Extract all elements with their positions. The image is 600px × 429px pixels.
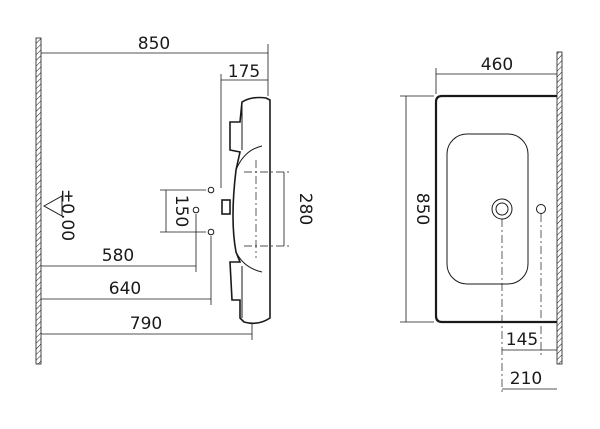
dimension-580: 580 — [41, 214, 197, 272]
dimension-280: 280 — [283, 172, 315, 246]
dimension-460: 460 — [435, 55, 557, 94]
dim-label-150: 150 — [171, 195, 191, 227]
waste-hole-lower — [207, 228, 215, 236]
tap-hole-icon — [536, 204, 546, 214]
dimension-640: 640 — [41, 236, 212, 305]
dimension-145: 145 — [502, 330, 557, 351]
side-view: 850 175 280 — [35, 34, 315, 365]
level-reference: ±0.00 — [42, 189, 77, 241]
dimension-210: 210 — [502, 369, 557, 390]
basin-plan-outline — [434, 94, 557, 324]
plan-view: 460 850 145 210 — [400, 51, 563, 394]
dimension-175: 175 — [220, 62, 268, 188]
dim-label-850-plan: 850 — [412, 193, 432, 225]
dimension-850-plan: 850 — [400, 95, 434, 323]
dim-label-145: 145 — [506, 330, 538, 350]
waste-hole-middle — [192, 206, 200, 214]
wall-hatch-right — [556, 51, 563, 365]
drain-icon — [491, 198, 513, 220]
dim-label-640: 640 — [109, 279, 141, 299]
dim-label-460: 460 — [481, 55, 513, 75]
bowl-outline — [446, 133, 529, 285]
dimension-790: 790 — [41, 314, 253, 340]
level-label: ±0.00 — [57, 189, 77, 241]
wall-hatch-left — [35, 37, 42, 365]
dim-label-580: 580 — [102, 246, 134, 266]
waste-hole-upper — [207, 186, 215, 194]
dimension-850-side: 850 — [41, 34, 269, 96]
dim-label-210: 210 — [510, 369, 542, 389]
dim-label-850-side: 850 — [138, 34, 170, 54]
basin-side-profile — [221, 96, 271, 325]
dim-label-280: 280 — [295, 193, 315, 225]
dim-label-790: 790 — [130, 314, 162, 334]
dim-label-175: 175 — [228, 62, 260, 82]
dimension-150: 150 — [160, 189, 206, 233]
